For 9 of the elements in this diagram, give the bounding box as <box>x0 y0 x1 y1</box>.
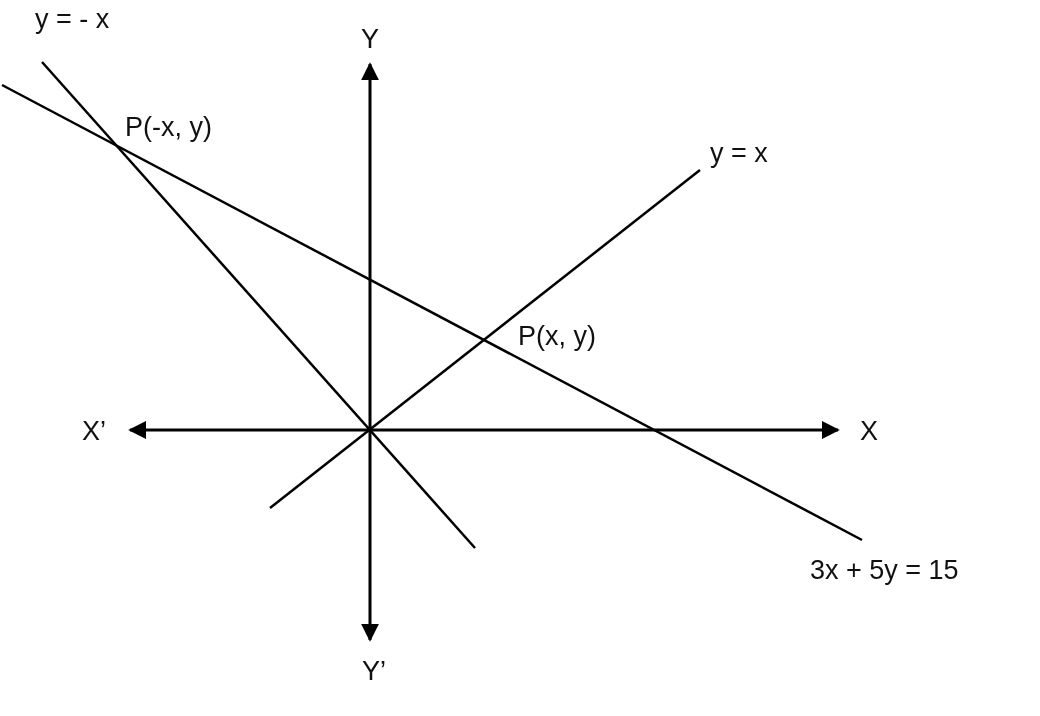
line-label: y = - x <box>35 6 110 33</box>
point-label: P(-x, y) <box>125 114 212 141</box>
axis-label: X <box>860 418 878 445</box>
axis-label: X’ <box>82 418 106 445</box>
line-label: y = x <box>710 140 768 167</box>
point-label: P(x, y) <box>518 323 596 350</box>
axis-label: Y’ <box>362 658 386 685</box>
axis-label: Y <box>361 26 379 53</box>
line-label: 3x + 5y = 15 <box>810 557 959 584</box>
